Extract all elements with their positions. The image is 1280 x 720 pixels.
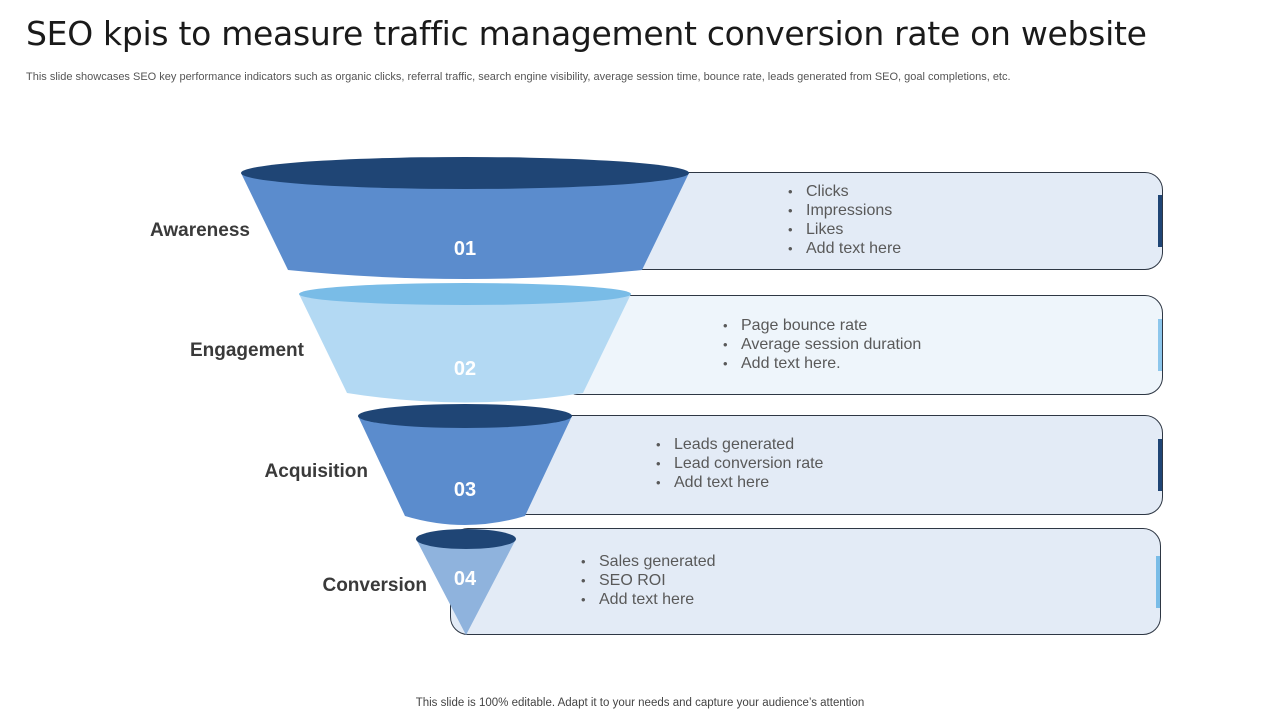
stage-number-04: 04 (454, 568, 477, 590)
funnel-stage-4-body (416, 539, 516, 635)
funnel-stage-2-body (299, 294, 631, 403)
stage-number-01: 01 (454, 238, 476, 260)
bullet-item: Average session duration (723, 335, 921, 354)
stage-bullets-conversion: Sales generated SEO ROI Add text here (581, 552, 716, 609)
box-accent (1158, 319, 1162, 371)
bullet-item: Add text here. (723, 354, 921, 373)
bullet-item: Clicks (788, 182, 901, 201)
bullet-item: Add text here (656, 473, 823, 492)
bullet-item: Leads generated (656, 435, 823, 454)
funnel-stage-4-rim (416, 529, 516, 549)
stage-number-03: 03 (454, 479, 476, 501)
bullet-item: Add text here (788, 239, 901, 258)
slide-subtitle: This slide showcases SEO key performance… (26, 71, 1011, 83)
bullet-item: SEO ROI (581, 571, 716, 590)
funnel-stage-2-rim (299, 283, 631, 305)
slide-footer: This slide is 100% editable. Adapt it to… (415, 697, 865, 709)
stage-label-engagement: Engagement (189, 340, 304, 361)
stage-label-acquisition: Acquisition (264, 461, 368, 482)
bullet-item: Sales generated (581, 552, 716, 571)
stage-box-acquisition (500, 415, 1163, 515)
stage-bullets-engagement: Page bounce rate Average session duratio… (723, 316, 921, 373)
stage-bullets-awareness: Clicks Impressions Likes Add text here (788, 182, 901, 258)
box-accent (1156, 556, 1160, 608)
funnel-stage-3-rim (358, 404, 572, 428)
slide-title: SEO kpis to measure traffic management c… (26, 14, 1147, 53)
box-accent (1158, 439, 1162, 491)
stage-label-awareness: Awareness (150, 220, 250, 241)
bullet-item: Likes (788, 220, 901, 239)
bullet-item: Add text here (581, 590, 716, 609)
bullet-item: Impressions (788, 201, 901, 220)
funnel-stage-3-body (358, 416, 572, 525)
bullet-item: Lead conversion rate (656, 454, 823, 473)
stage-label-conversion: Conversion (322, 575, 427, 596)
funnel-stage-1-body (241, 173, 689, 279)
funnel-stage-1-rim (241, 157, 689, 189)
stage-bullets-acquisition: Leads generated Lead conversion rate Add… (656, 435, 823, 492)
box-accent (1158, 195, 1162, 247)
stage-number-02: 02 (454, 358, 476, 380)
bullet-item: Page bounce rate (723, 316, 921, 335)
